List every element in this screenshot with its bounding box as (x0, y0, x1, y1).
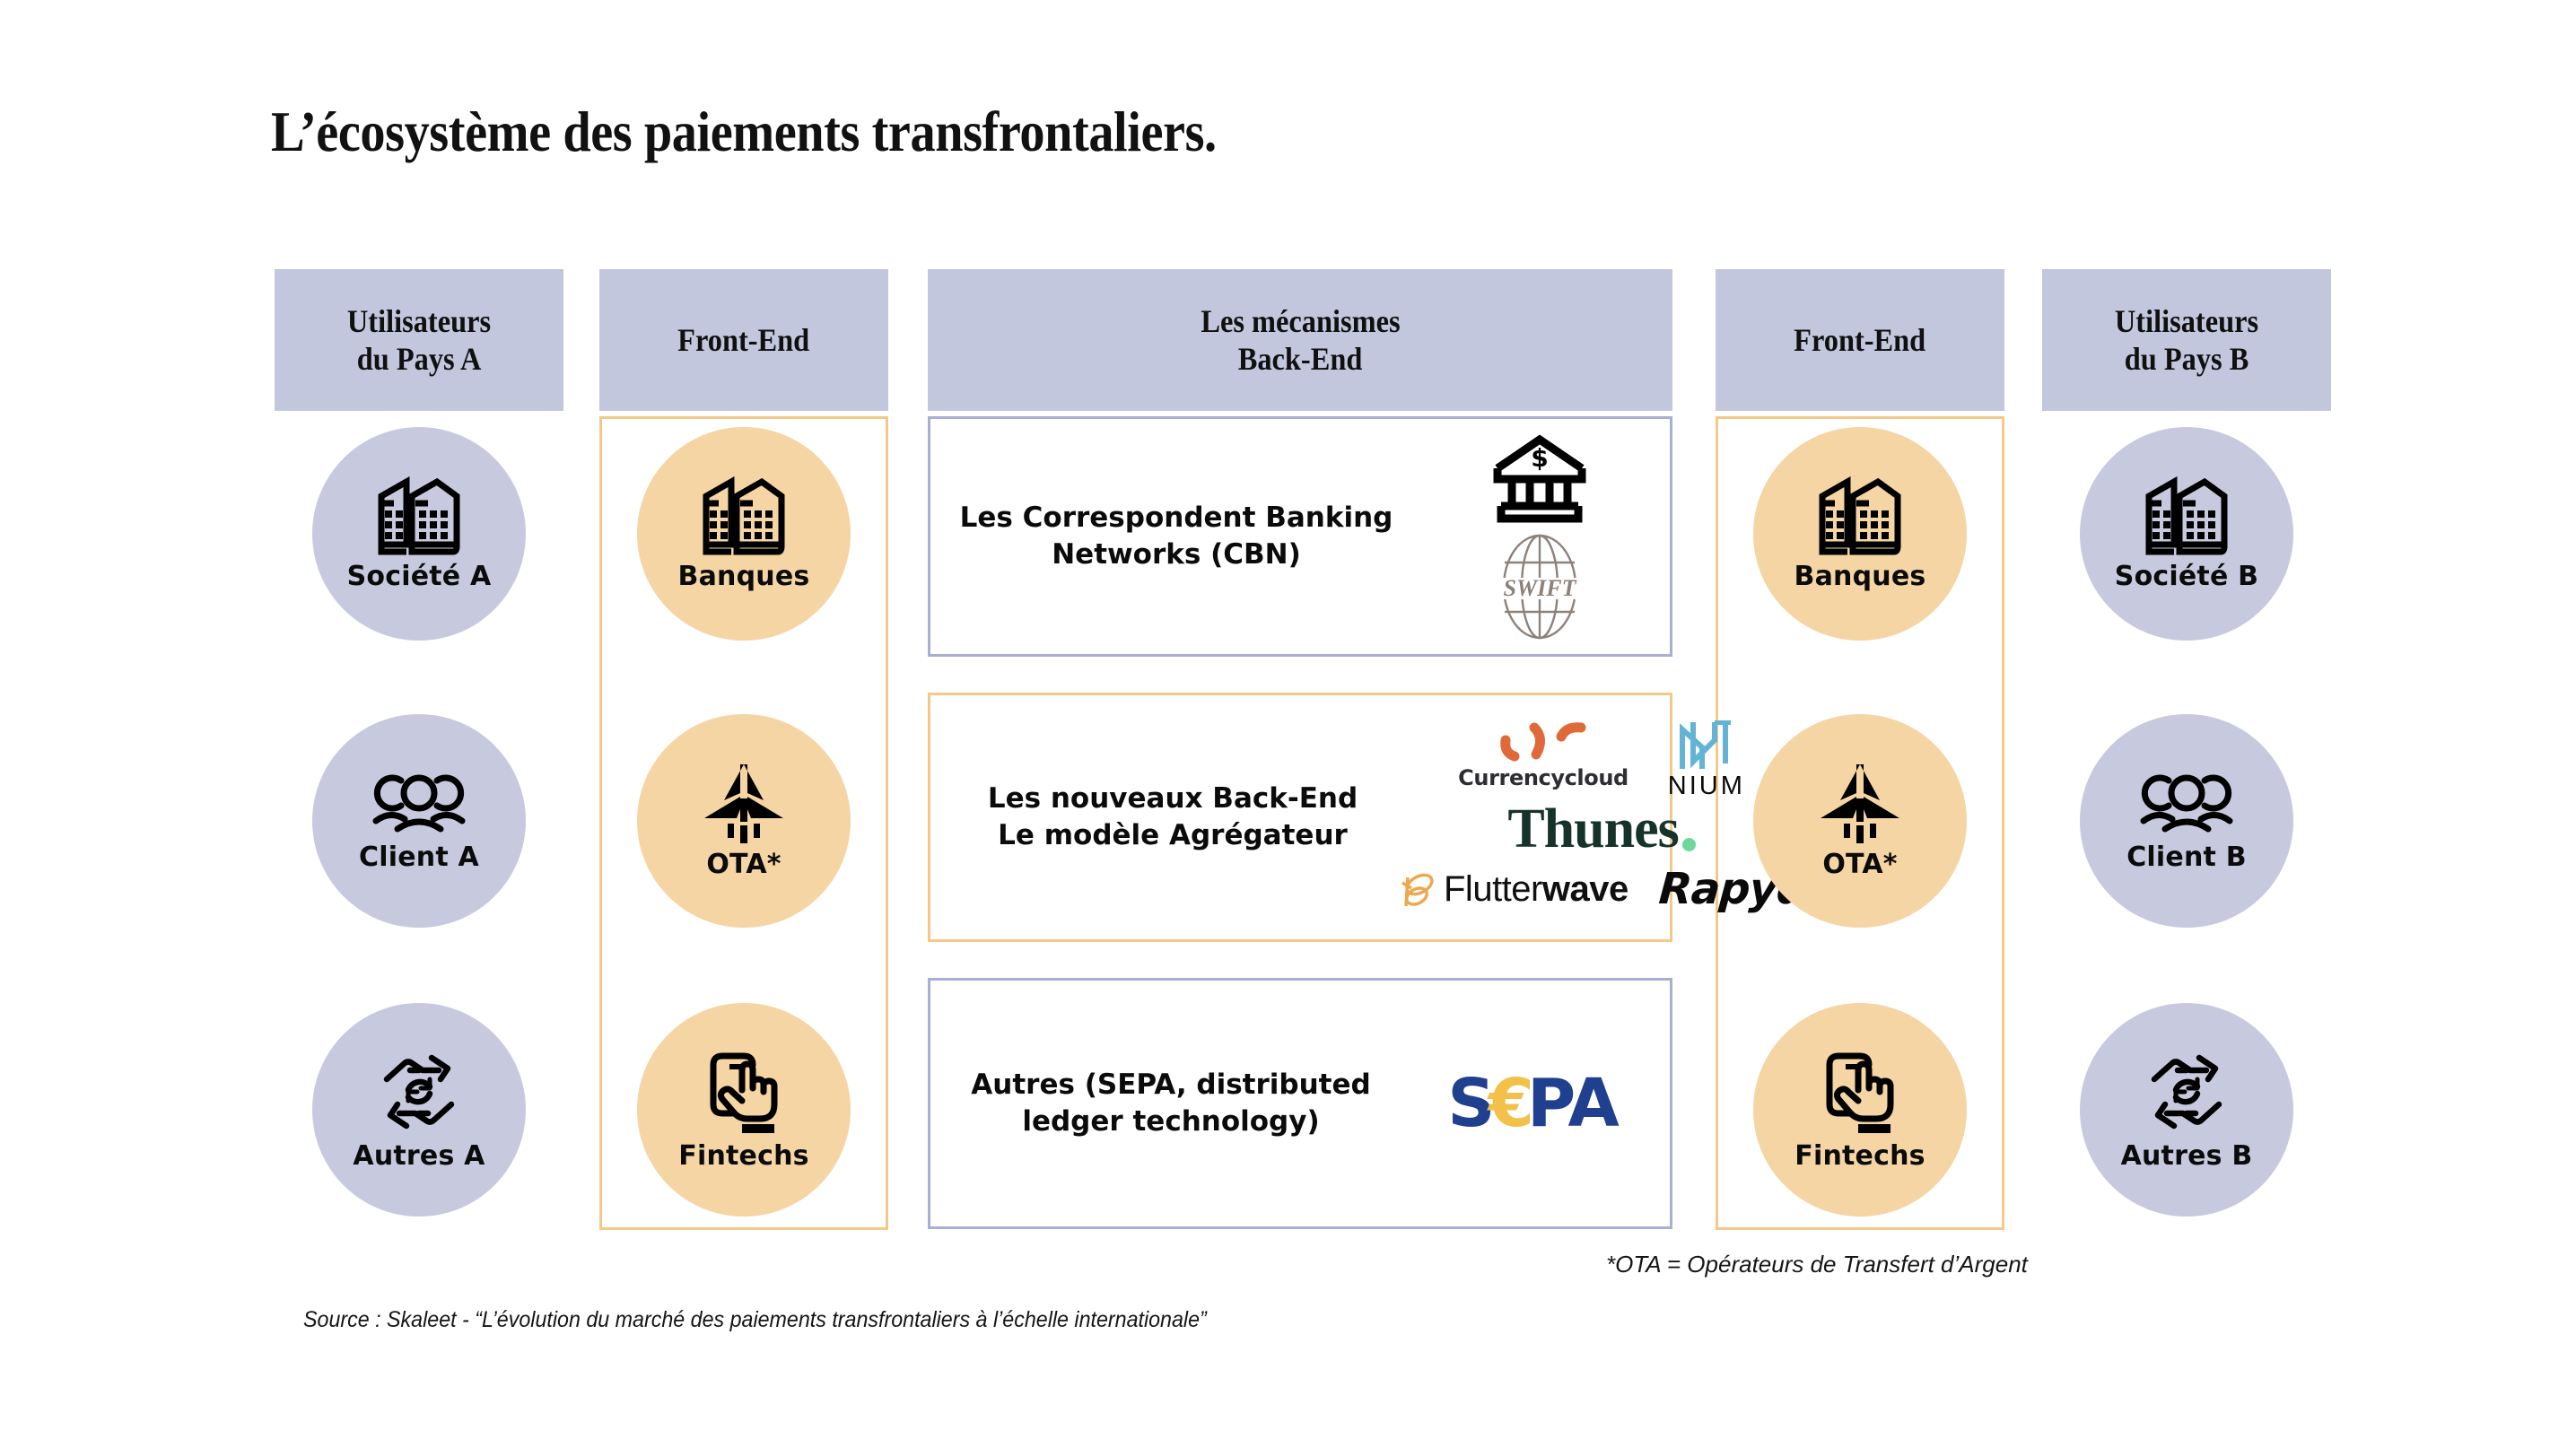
node-label: Banques (677, 560, 810, 592)
node-fintechs-a[interactable]: Fintechs (637, 1003, 851, 1217)
currencycloud-logo: Currencycloud (1458, 720, 1629, 790)
header-line: Utilisateurs (346, 302, 492, 339)
people-group-icon (2140, 770, 2233, 836)
panel-text-line: ledger technology) (1022, 1105, 1320, 1138)
column-header-users-b: Utilisateurs du Pays B (2042, 269, 2331, 411)
header-line: Utilisateurs (2114, 302, 2259, 339)
node-label: Autres A (353, 1139, 485, 1172)
node-label: Fintechs (1794, 1139, 1925, 1172)
node-client-a[interactable]: Client A (312, 714, 526, 928)
hand-tap-phone-icon (1819, 1049, 1901, 1135)
sepa-letter-s: S (1447, 1065, 1495, 1142)
buildings-icon (2144, 475, 2230, 555)
buildings-icon (1817, 475, 1903, 555)
node-ota-a[interactable]: OTA* (637, 714, 851, 928)
node-societe-a[interactable]: Société A (312, 427, 526, 641)
panel-text-line: Le modèle Agrégateur (998, 819, 1348, 851)
header-line: Front-End (1794, 321, 1926, 358)
sepa-euro-icon: € (1488, 1065, 1534, 1142)
flutterwave-text-bold: wave (1541, 868, 1629, 909)
panel-text-line: Networks (CBN) (1052, 538, 1301, 571)
header-line: Back-End (1237, 341, 1363, 377)
svg-text:$: $ (1531, 443, 1548, 473)
paper-plane-icon (701, 763, 787, 843)
header-line: Front-End (677, 321, 810, 358)
ota-footnote: *OTA = Opérateurs de Transfert d’Argent (1606, 1251, 2028, 1278)
node-label: Client B (2126, 841, 2247, 873)
svg-text:SWIFT: SWIFT (1504, 575, 1577, 601)
swift-logo: SWIFT (1491, 533, 1588, 641)
paper-plane-icon (1817, 763, 1903, 843)
node-client-b[interactable]: Client B (2080, 714, 2293, 928)
column-header-frontend-a: Front-End (599, 269, 888, 411)
node-autres-a[interactable]: Autres A (312, 1003, 526, 1217)
nium-text: NIUM (1667, 772, 1745, 800)
sepa-letters-pa: PA (1527, 1065, 1620, 1142)
panel-text-line: Les Correspondent Banking (959, 502, 1393, 535)
source-footnote: Source : Skaleet - “L’évolution du march… (303, 1307, 1207, 1332)
frontend-b-frame (1716, 416, 2004, 1230)
header-line: Les mécanismes (1200, 302, 1401, 339)
thunes-text: Thunes (1507, 798, 1679, 859)
thunes-logo: Thunes (1507, 798, 1696, 859)
people-group-icon (372, 770, 466, 836)
hands-exchange-icon (2145, 1049, 2228, 1135)
panel-text-line: Autres (SEPA, distributed (971, 1069, 1371, 1102)
frontend-a-frame (599, 416, 888, 1230)
node-autres-b[interactable]: Autres B (2080, 1003, 2293, 1217)
node-label: Fintechs (678, 1139, 809, 1172)
backend-panel-sepa[interactable]: Autres (SEPA, distributed ledger technol… (928, 978, 1672, 1229)
column-header-frontend-b: Front-End (1716, 269, 2004, 411)
thunes-dot-icon (1681, 838, 1696, 851)
node-banques-b[interactable]: Banques (1753, 427, 1967, 641)
node-ota-b[interactable]: OTA* (1753, 714, 1967, 928)
node-fintechs-b[interactable]: Fintechs (1753, 1003, 1967, 1217)
column-header-backend: Les mécanismes Back-End (928, 269, 1672, 411)
node-label: Société A (346, 560, 492, 592)
backend-panel-cbn[interactable]: Les Correspondent Banking Networks (CBN)… (928, 416, 1672, 657)
column-header-users-a: Utilisateurs du Pays A (275, 269, 563, 411)
nium-logo: NIUM (1668, 720, 1745, 801)
header-line: du Pays A (356, 341, 482, 377)
flutterwave-text-light: Flutter (1444, 868, 1542, 909)
buildings-icon (701, 475, 787, 555)
node-banques-a[interactable]: Banques (637, 427, 851, 641)
node-label: Banques (1794, 560, 1926, 592)
backend-panel-aggregator[interactable]: Les nouveaux Back-End Le modèle Agrégate… (928, 693, 1808, 942)
node-label: OTA* (1822, 848, 1898, 880)
page-title: L’écosystème des paiements transfrontali… (271, 100, 1217, 163)
bank-dollar-icon: $ (1490, 432, 1589, 526)
header-line: du Pays B (2124, 341, 2249, 377)
node-societe-b[interactable]: Société B (2080, 427, 2293, 641)
panel-text-line: Les nouveaux Back-End (987, 782, 1358, 816)
node-label: Client A (359, 841, 479, 873)
hand-tap-phone-icon (703, 1049, 785, 1135)
node-label: Société B (2114, 560, 2259, 592)
currencycloud-text: Currencycloud (1458, 765, 1629, 790)
hands-exchange-icon (378, 1049, 460, 1135)
node-label: Autres B (2120, 1139, 2253, 1172)
node-label: OTA* (706, 848, 782, 880)
buildings-icon (376, 475, 462, 555)
sepa-logo: S€PA (1447, 1065, 1620, 1142)
